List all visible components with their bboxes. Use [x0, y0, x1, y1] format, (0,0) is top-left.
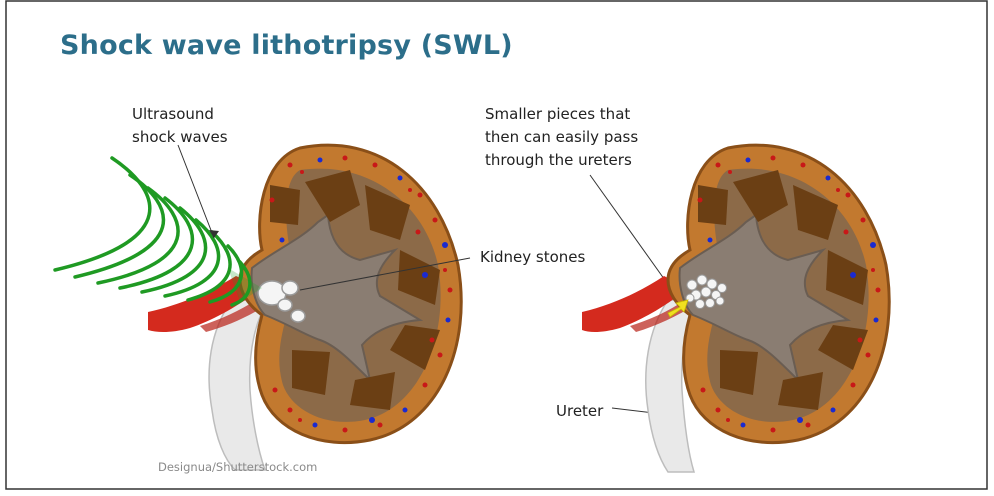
right-kidney-group	[582, 145, 889, 472]
left-pyramid-6	[292, 350, 330, 395]
image-credit: Designua/Shutterstock.com	[158, 460, 317, 474]
diagram-title: Shock wave lithotripsy (SWL)	[60, 30, 513, 61]
fragments-label-line-2: then can easily pass	[485, 126, 638, 149]
shock-waves	[55, 158, 250, 305]
shockwave-label-line-1: Ultrasound	[132, 103, 228, 126]
fragments-label-line-1: Smaller pieces that	[485, 103, 638, 126]
left-kidney-group	[148, 145, 461, 470]
shockwave-label: Ultrasound shock waves	[132, 103, 228, 149]
fragments-label-line-3: through the ureters	[485, 149, 638, 172]
left-pyramid-7	[270, 185, 300, 225]
right-pyramid-7	[698, 185, 728, 225]
right-pyramid-6	[720, 350, 758, 395]
fragments-leader	[590, 175, 672, 290]
shockwave-label-line-2: shock waves	[132, 126, 228, 149]
kidney-stones-label-text: Kidney stones	[480, 246, 585, 269]
kidney-stones-label: Kidney stones	[480, 246, 585, 269]
fragments-label: Smaller pieces that then can easily pass…	[485, 103, 638, 172]
ureter-label: Ureter	[556, 400, 603, 423]
ureter-label-text: Ureter	[556, 400, 603, 423]
